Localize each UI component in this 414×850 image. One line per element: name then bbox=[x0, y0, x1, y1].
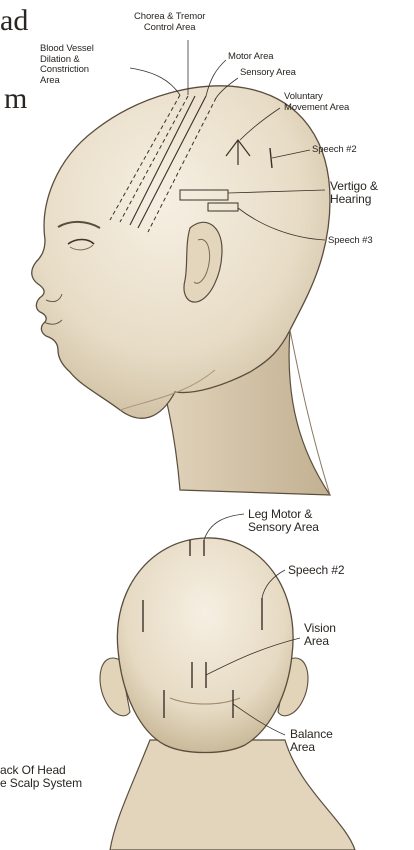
label-line: Area bbox=[304, 635, 336, 648]
label-blood-vessel: Blood Vessel Dilation & Constriction Are… bbox=[40, 44, 94, 86]
label-speech-2-side: Speech #2 bbox=[312, 145, 357, 156]
label-vertigo-hearing: Vertigo & Hearing bbox=[330, 180, 378, 206]
label-line: Hearing bbox=[330, 193, 378, 206]
label-leg-motor: Leg Motor & Sensory Area bbox=[248, 508, 319, 534]
label-line: Constriction bbox=[40, 65, 94, 76]
label-line: Blood Vessel bbox=[40, 44, 94, 55]
label-speech-3: Speech #3 bbox=[328, 236, 373, 247]
label-sensory-area: Sensory Area bbox=[240, 68, 296, 79]
back-head bbox=[100, 538, 355, 850]
title-fragment-second: m bbox=[4, 84, 27, 114]
label-line: Chorea & Tremor bbox=[134, 12, 205, 23]
label-motor-area: Motor Area bbox=[228, 52, 273, 63]
caption-line: e Scalp System bbox=[0, 777, 82, 790]
label-vision-area: Vision Area bbox=[304, 622, 336, 648]
label-balance-area: Balance Area bbox=[290, 728, 333, 754]
caption-back-of-head: ack Of Head e Scalp System bbox=[0, 764, 82, 790]
label-chorea-tremor: Chorea & Tremor Control Area bbox=[134, 12, 205, 33]
side-head bbox=[32, 86, 330, 495]
label-line: Sensory Area bbox=[248, 521, 319, 534]
label-line: Movement Area bbox=[284, 103, 349, 114]
title-fragment-top: ad bbox=[0, 6, 28, 36]
label-line: Area bbox=[40, 76, 94, 87]
label-voluntary-movement: Voluntary Movement Area bbox=[284, 92, 349, 113]
label-line: Voluntary bbox=[284, 92, 349, 103]
label-line: Area bbox=[290, 741, 333, 754]
label-line: Control Area bbox=[134, 23, 205, 34]
label-speech-2-back: Speech #2 bbox=[288, 564, 344, 577]
